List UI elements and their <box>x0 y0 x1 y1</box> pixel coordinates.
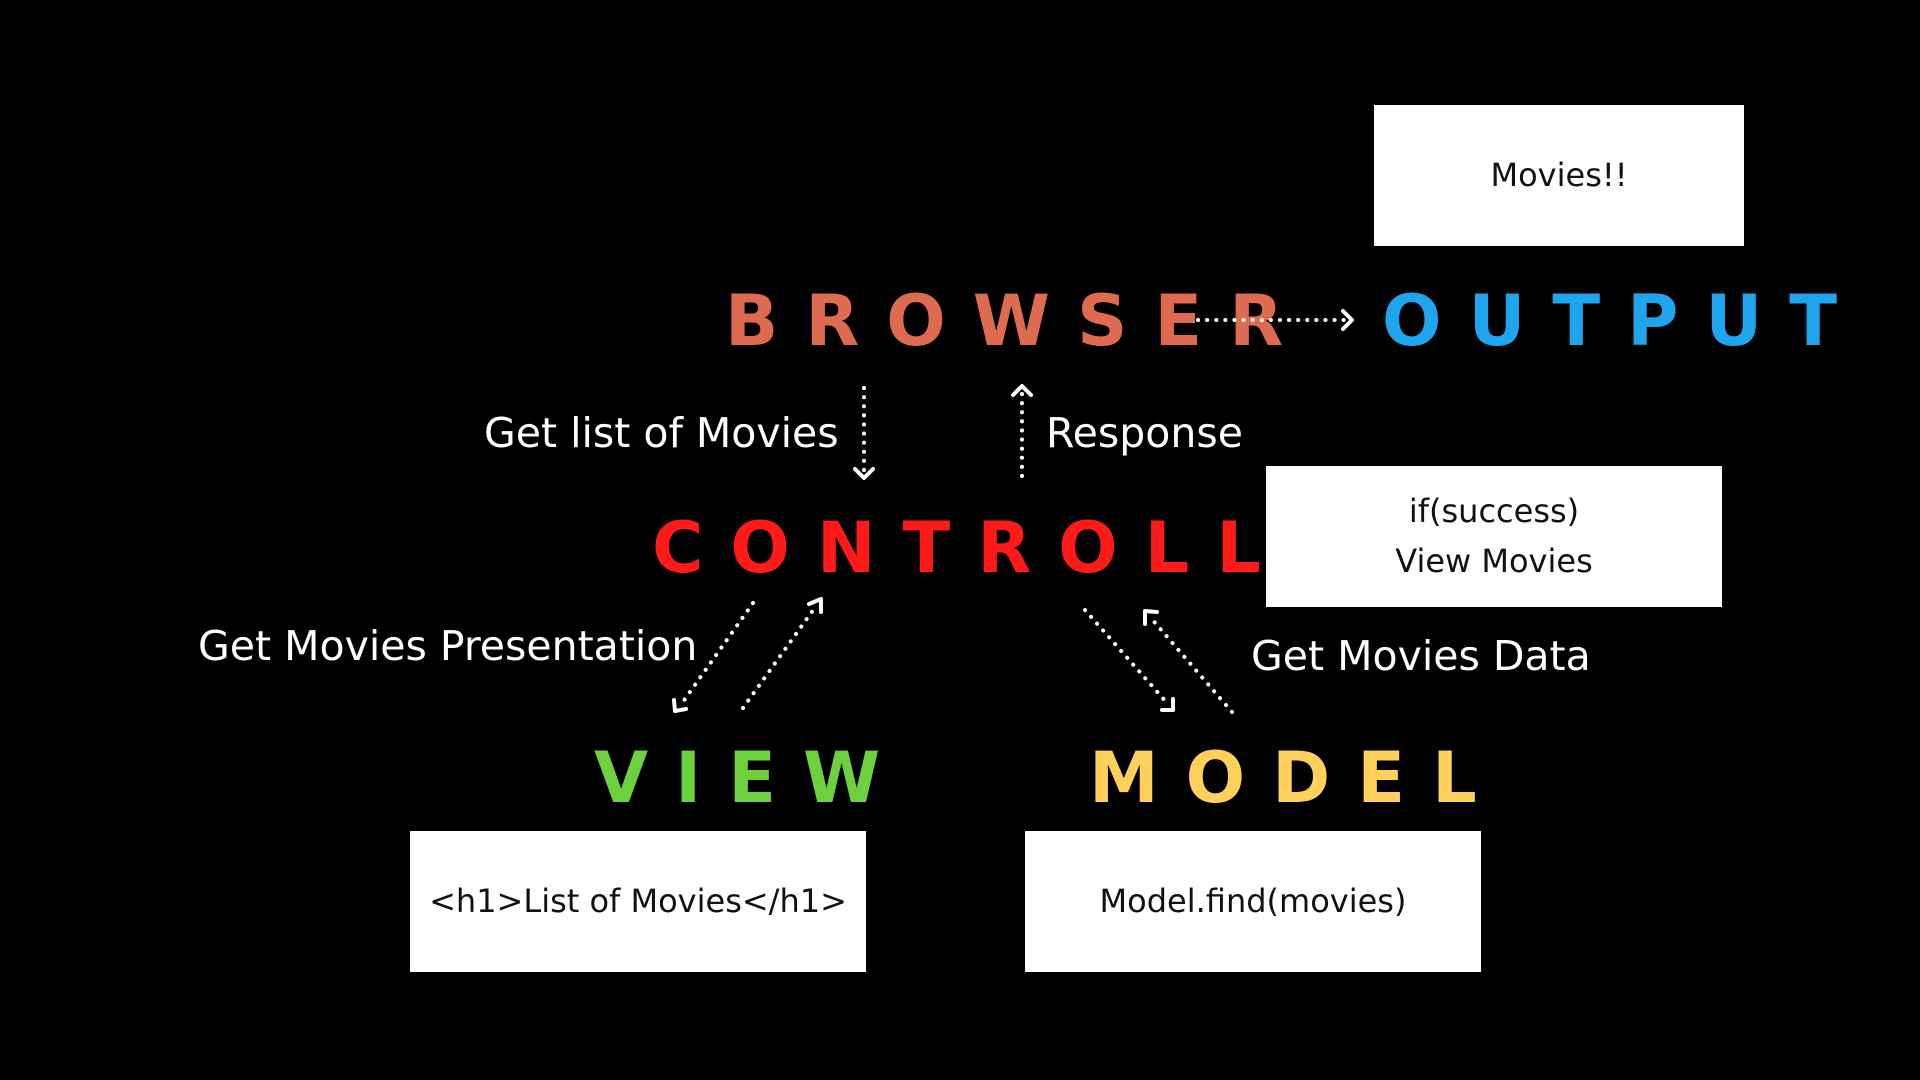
output-box: Movies!! <box>1374 105 1744 246</box>
model-node: MODEL <box>1089 737 1504 819</box>
get-data-label: Get Movies Data <box>1251 632 1591 680</box>
arrowhead-model <box>1160 697 1175 712</box>
arrow-model-to-controller <box>1148 615 1234 714</box>
get-list-label: Get list of Movies <box>484 409 839 457</box>
model-box: Model.find(movies) <box>1025 831 1481 972</box>
output-box-text: Movies!! <box>1490 155 1628 194</box>
arrowhead-view <box>672 698 688 713</box>
get-presentation-label: Get Movies Presentation <box>198 622 698 670</box>
view-box-text: <h1>List of Movies</h1> <box>429 881 847 920</box>
view-node: VIEW <box>594 737 908 819</box>
arrowhead-controller-from-view <box>807 597 823 614</box>
controller-box-line2: View Movies <box>1395 541 1593 580</box>
arrowhead-controller-down <box>853 467 875 480</box>
arrowhead-output <box>1341 309 1354 331</box>
arrowhead-browser-up <box>1011 384 1033 397</box>
controller-box: if(success) View Movies <box>1266 466 1722 607</box>
controller-box-line1: if(success) <box>1408 491 1580 530</box>
arrow-view-to-controller <box>741 604 818 710</box>
model-box-text: Model.find(movies) <box>1099 881 1407 920</box>
arrow-controller-to-model <box>1083 608 1170 706</box>
response-label: Response <box>1046 409 1243 457</box>
arrowhead-controller-from-model <box>1143 609 1159 626</box>
browser-node: BROWSER <box>725 280 1311 362</box>
output-node: OUTPUT <box>1382 280 1864 362</box>
view-box: <h1>List of Movies</h1> <box>410 831 866 972</box>
